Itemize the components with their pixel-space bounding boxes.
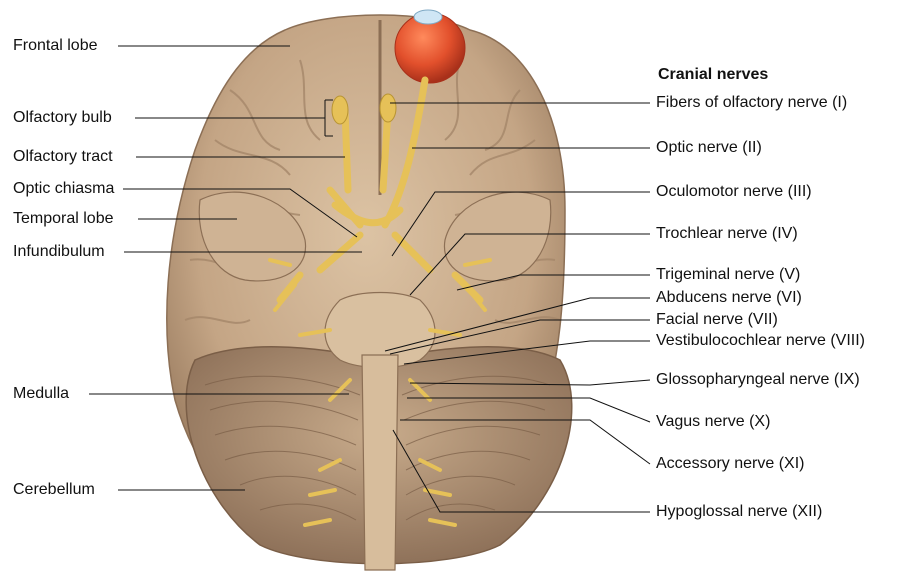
label-vagus-nerve: Vagus nerve (X)	[656, 413, 770, 431]
label-glossopharyngeal-nerve: Glossopharyngeal nerve (IX)	[656, 371, 860, 389]
label-trigeminal-nerve: Trigeminal nerve (V)	[656, 266, 800, 284]
olfactory-bulb-right	[380, 94, 396, 122]
label-abducens-nerve: Abducens nerve (VI)	[656, 289, 802, 307]
label-oculomotor-nerve: Oculomotor nerve (III)	[656, 183, 812, 201]
label-temporal-lobe: Temporal lobe	[13, 210, 114, 228]
diagram-heading: Cranial nerves	[658, 66, 768, 84]
label-facial-nerve: Facial nerve (VII)	[656, 311, 778, 329]
label-optic-chiasma: Optic chiasma	[13, 180, 114, 198]
label-olfactory-tract: Olfactory tract	[13, 148, 113, 166]
label-frontal-lobe: Frontal lobe	[13, 37, 98, 55]
medulla	[362, 355, 398, 570]
label-hypoglossal-nerve: Hypoglossal nerve (XII)	[656, 503, 822, 521]
label-accessory-nerve: Accessory nerve (XI)	[656, 455, 804, 473]
label-medulla: Medulla	[13, 385, 69, 403]
cornea	[414, 10, 442, 24]
label-trochlear-nerve: Trochlear nerve (IV)	[656, 225, 798, 243]
label-optic-nerve: Optic nerve (II)	[656, 139, 762, 157]
label-olfactory-nerve: Fibers of olfactory nerve (I)	[656, 94, 847, 112]
label-vestibulocochlear-nerve: Vestibulocochlear nerve (VIII)	[656, 332, 865, 350]
label-infundibulum: Infundibulum	[13, 243, 105, 261]
olfactory-bulb-left	[332, 96, 348, 124]
label-olfactory-bulb: Olfactory bulb	[13, 109, 112, 127]
label-cerebellum: Cerebellum	[13, 481, 95, 499]
